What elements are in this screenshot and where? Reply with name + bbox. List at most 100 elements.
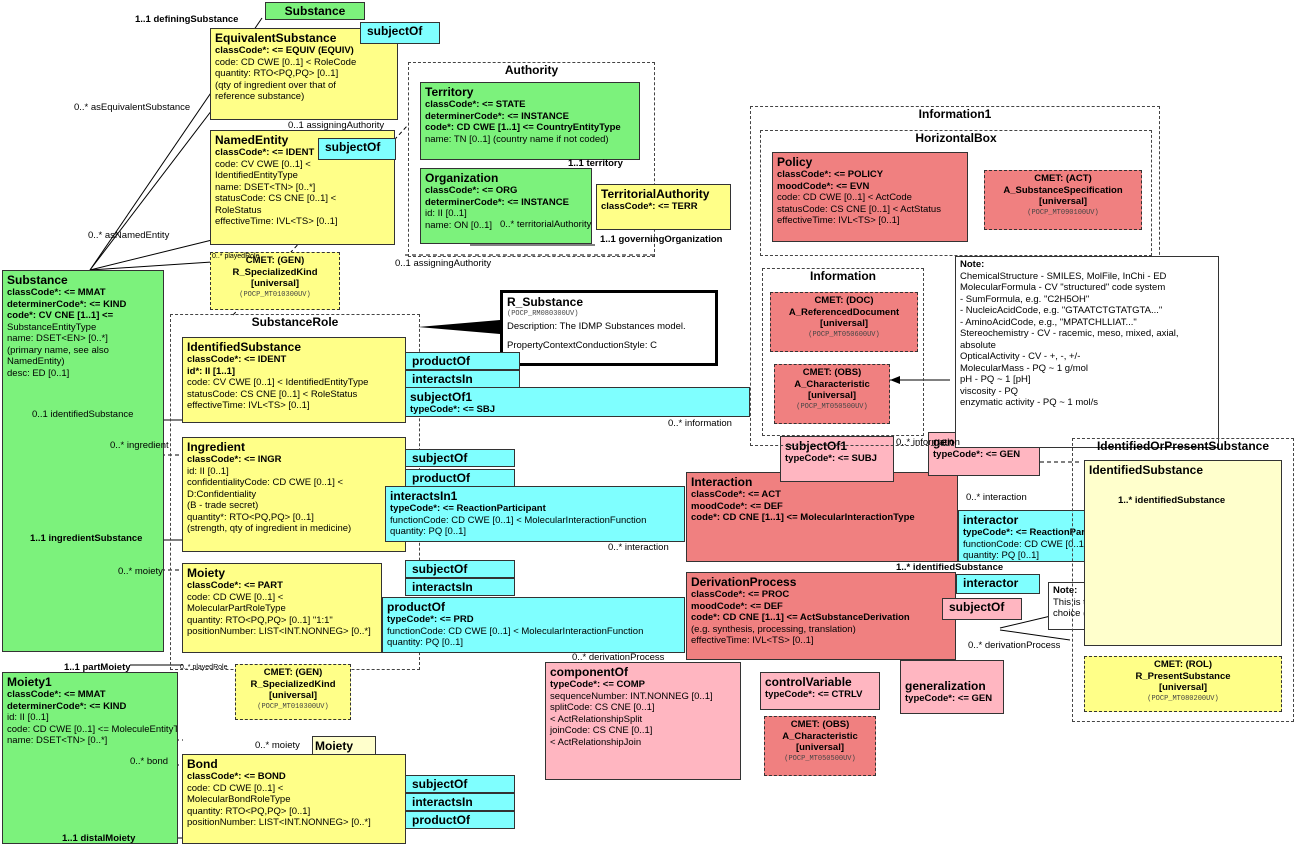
assoc-line: sequenceNumber: INT.NONNEG [0..1] bbox=[550, 690, 713, 702]
attr-line: code: CV CWE [0..1] < IdentifiedEntityTy… bbox=[187, 377, 369, 388]
identified-substance-class[interactable]: IdentifiedSubstance classCode*: <= IDENT… bbox=[182, 337, 406, 423]
attr-line: classCode*: <= INGR bbox=[187, 454, 282, 465]
note-line: absolute bbox=[960, 339, 996, 351]
model-code: (POCP_RM080300UV) bbox=[507, 310, 579, 318]
subjectof-tag-equivalent[interactable]: subjectOf bbox=[360, 22, 440, 44]
label-moiety: 0..* moiety bbox=[118, 566, 163, 577]
interactsin-tag-bond[interactable]: interactsIn bbox=[405, 793, 515, 811]
cmet-referenced-document[interactable]: CMET: (DOC) A_ReferencedDocument [univer… bbox=[770, 292, 918, 352]
assoc-title: interactor bbox=[963, 513, 1019, 527]
organization-class[interactable]: Organization classCode*: <= ORG determin… bbox=[420, 168, 592, 244]
class-title: Territory bbox=[425, 85, 474, 99]
attr-line: reference substance) bbox=[215, 91, 305, 102]
moiety1-class[interactable]: Moiety1 classCode*: <= MMAT determinerCo… bbox=[2, 672, 178, 844]
componentof-association[interactable]: componentOf typeCode*: <= COMP sequenceN… bbox=[545, 662, 741, 780]
moiety-class[interactable]: Moiety classCode*: <= PART code: CD CWE … bbox=[182, 563, 382, 653]
class-title: IdentifiedSubstance bbox=[1089, 463, 1204, 477]
assoc-title: productOf bbox=[387, 600, 445, 614]
interactsin-tag-identified[interactable]: interactsIn bbox=[405, 370, 520, 388]
cmet-specialized-kind-2[interactable]: CMET: (GEN) R_SpecializedKind [universal… bbox=[235, 664, 351, 720]
class-title: Moiety bbox=[315, 739, 354, 753]
note-line: Note: bbox=[960, 259, 985, 270]
label-defining-substance: 1..1 definingSubstance bbox=[135, 14, 239, 25]
class-title: IdentifiedSubstance bbox=[187, 340, 302, 354]
attr-line: classCode*: <= EQUIV (EQUIV) bbox=[215, 45, 354, 56]
subjectof1b-association[interactable]: subjectOf1 typeCode*: <= SUBJ bbox=[780, 436, 894, 482]
cmet-substance-specification[interactable]: CMET: (ACT) A_SubstanceSpecification [un… bbox=[984, 170, 1142, 230]
label-governing-organization: 1..1 governingOrganization bbox=[600, 234, 723, 245]
generalization-association-2[interactable]: generalization typeCode*: <= GEN bbox=[900, 660, 1004, 714]
subjectof-tag-derivation[interactable]: subjectOf bbox=[942, 598, 1022, 620]
cmet-present-substance[interactable]: CMET: (ROL) R_PresentSubstance [universa… bbox=[1084, 656, 1282, 712]
subjectof-tag-bond[interactable]: subjectOf bbox=[405, 775, 515, 793]
cmet-line: A_SubstanceSpecification bbox=[1003, 184, 1123, 196]
attr-line: NamedEntity) bbox=[7, 356, 65, 367]
cmet-line: [universal] bbox=[819, 318, 869, 329]
identified-or-present-group: IdentifiedOrPresentSubstance bbox=[1072, 438, 1294, 722]
assoc-line: typeCode*: <= GEN bbox=[905, 693, 993, 704]
productof-tag-ingredient[interactable]: productOf bbox=[405, 469, 515, 487]
subjectof1-association[interactable]: subjectOf1 typeCode*: <= SBJ bbox=[405, 387, 750, 417]
attr-line: code: CD CWE [0..1] <= MoleculeEntityTyp… bbox=[7, 723, 178, 735]
attr-line: effectiveTime: IVL<TS> [0..1] bbox=[777, 215, 900, 226]
policy-class[interactable]: Policy classCode*: <= POLICY moodCode*: … bbox=[772, 152, 968, 242]
assoc-title: subjectOf1 bbox=[785, 439, 848, 453]
iops-identified-substance[interactable]: IdentifiedSubstance bbox=[1084, 460, 1282, 646]
interactsin-tag-moiety[interactable]: interactsIn bbox=[405, 578, 515, 596]
attr-line: classCode*: <= IDENT bbox=[215, 147, 315, 158]
cmet-line: CMET: (GEN) bbox=[263, 667, 323, 678]
controlvariable-association[interactable]: controlVariable typeCode*: <= CTRLV bbox=[760, 672, 880, 710]
cmet-line: CMET: (OBS) bbox=[790, 719, 850, 730]
cmet-line: [universal] bbox=[807, 390, 857, 401]
equivalent-substance-class[interactable]: EquivalentSubstance classCode*: <= EQUIV… bbox=[210, 28, 398, 120]
substance-top-class[interactable]: Substance bbox=[265, 2, 365, 20]
attr-line: statusCode: CS CNE [0..1] < ActStatus bbox=[777, 203, 941, 215]
attr-line: name: TN [0..1] (country name if not cod… bbox=[425, 133, 609, 145]
attr-line: moodCode*: <= DEF bbox=[691, 600, 783, 612]
attr-line: SubstanceEntityType bbox=[7, 321, 97, 333]
assoc-line: typeCode*: <= SBJ bbox=[410, 404, 495, 415]
attr-line: id: II [0..1] bbox=[425, 208, 467, 219]
moiety-small-class[interactable]: Moiety bbox=[312, 736, 376, 756]
substance-class[interactable]: Substance classCode*: <= MMAT determiner… bbox=[2, 270, 164, 652]
territory-class[interactable]: Territory classCode*: <= STATE determine… bbox=[420, 82, 640, 160]
cmet-characteristic-bottom[interactable]: CMET: (OBS) A_Characteristic [universal]… bbox=[764, 716, 876, 776]
attr-line: (primary name, see also bbox=[7, 344, 109, 356]
model-conduction-style: PropertyContextConductionStyle: C bbox=[507, 340, 657, 351]
class-title: NamedEntity bbox=[215, 133, 289, 147]
cmet-line: CMET: (ACT) bbox=[1034, 173, 1092, 184]
model-description: Description: The IDMP Substances model. bbox=[507, 320, 686, 332]
label-assigning-authority-2: 0..1 assigningAuthority bbox=[395, 258, 492, 269]
attr-line: code: CV CWE [0..1] < bbox=[215, 158, 311, 170]
cmet-line: CMET: (GEN) bbox=[245, 255, 305, 266]
label-as-equivalent-substance: 0..* asEquivalentSubstance bbox=[74, 102, 191, 113]
subjectof-tag-moiety[interactable]: subjectOf bbox=[405, 560, 515, 578]
subjectof-tag-ingredient[interactable]: subjectOf bbox=[405, 449, 515, 467]
attr-line: RoleStatus bbox=[215, 204, 262, 216]
interaction-class[interactable]: Interaction classCode*: <= ACT moodCode*… bbox=[686, 472, 958, 562]
productof-tag-identified[interactable]: productOf bbox=[405, 352, 520, 370]
attr-line: id: II [0..1] bbox=[7, 712, 49, 723]
derivation-process-class[interactable]: DerivationProcess classCode*: <= PROC mo… bbox=[686, 572, 956, 660]
ingredient-class[interactable]: Ingredient classCode*: <= INGR id: II [0… bbox=[182, 437, 406, 552]
subjectof-tag-named[interactable]: subjectOf bbox=[318, 138, 396, 160]
label-ingredient-substance: 1..1 ingredientSubstance bbox=[30, 533, 143, 544]
cmet-specialized-kind-1[interactable]: CMET: (GEN) R_SpecializedKind [universal… bbox=[210, 252, 340, 310]
assoc-line: typeCode*: <= CTRLV bbox=[765, 689, 863, 700]
attr-line: name: ON [0..1] bbox=[425, 219, 493, 231]
attr-line: (e.g. synthesis, processing, translation… bbox=[691, 623, 856, 635]
label-played-role-2: 0..* playedRole bbox=[180, 664, 228, 671]
territorial-authority-class[interactable]: TerritorialAuthority classCode*: <= TERR bbox=[596, 184, 731, 230]
r-substance-box: R_Substance (POCP_RM080300UV) Descriptio… bbox=[500, 290, 718, 366]
label-information-2: 0..* information bbox=[896, 437, 960, 448]
interactor-tag-2[interactable]: interactor bbox=[956, 574, 1040, 594]
productof-tag-bond[interactable]: productOf bbox=[405, 811, 515, 829]
cmet-characteristic[interactable]: CMET: (OBS) A_Characteristic [universal]… bbox=[774, 364, 890, 424]
note-line: ChemicalStructure - SMILES, MolFile, InC… bbox=[960, 270, 1167, 282]
group-title: Information bbox=[810, 269, 876, 283]
cmet-code: (POCP_MT050500UV) bbox=[784, 754, 856, 763]
interactsin1-association[interactable]: interactsIn1 typeCode*: <= ReactionParti… bbox=[385, 486, 685, 542]
productof-association[interactable]: productOf typeCode*: <= PRD functionCode… bbox=[382, 597, 685, 653]
bond-class[interactable]: Bond classCode*: <= BOND code: CD CWE [0… bbox=[182, 754, 406, 844]
group-title: SubstanceRole bbox=[251, 315, 339, 329]
